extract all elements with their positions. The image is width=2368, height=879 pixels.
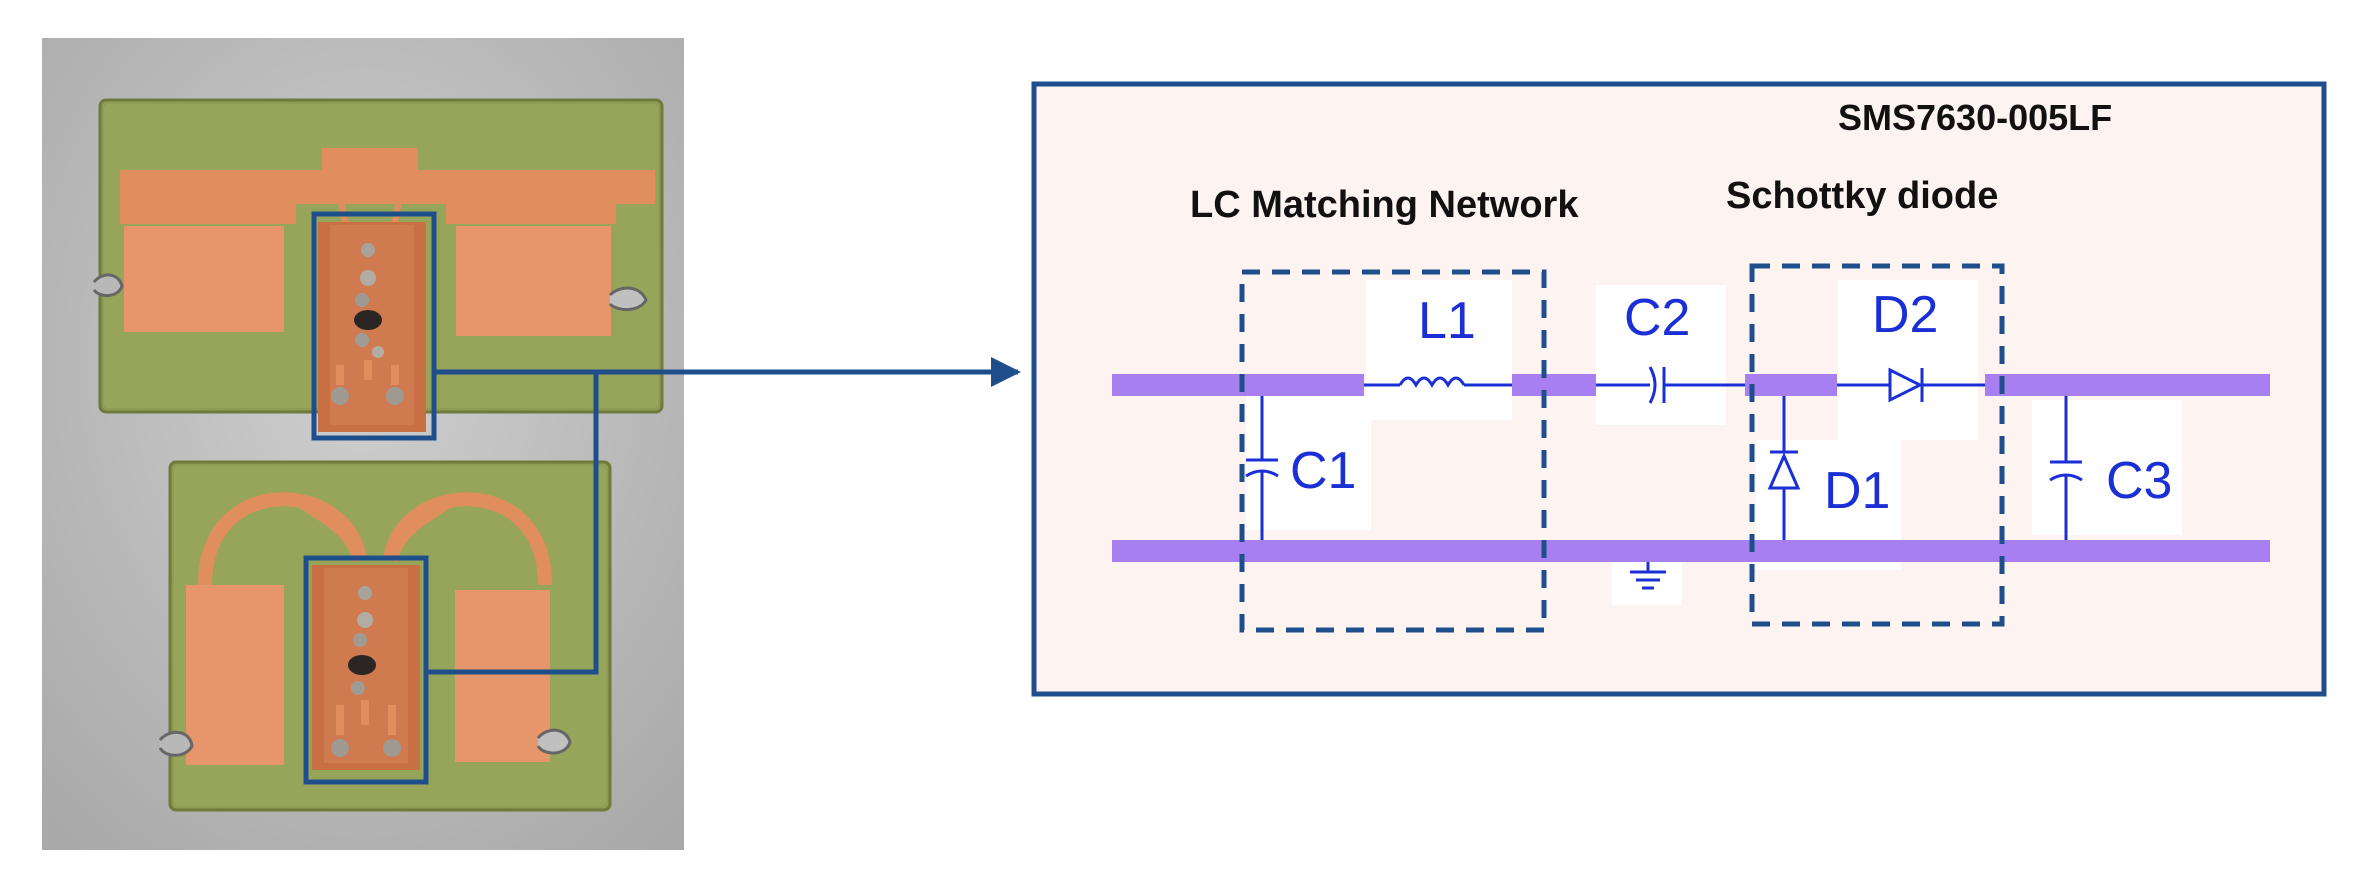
top-rail-right <box>1985 374 2270 396</box>
lc-matching-dashed-box <box>1239 269 1547 633</box>
top-rail-diode <box>1745 374 1837 396</box>
bottom-left-patch <box>186 585 284 765</box>
label-c1: C1 <box>1290 442 1356 500</box>
top-copper-trapezoid <box>322 148 418 196</box>
label-c3: C3 <box>2106 452 2172 510</box>
top-pcb-board <box>92 98 664 432</box>
top-right-patch <box>456 226 611 336</box>
top-rail-mid <box>1512 374 1596 396</box>
diode-section-title: Schottky diode <box>1726 175 1998 217</box>
lc-section-title: LC Matching Network <box>1190 184 1579 226</box>
bottom-copper-arms <box>198 492 552 586</box>
diode-d1-symbol <box>1767 396 1801 540</box>
top-diode-component <box>354 310 382 330</box>
bottom-right-patch <box>455 590 550 762</box>
capacitor-c2-symbol <box>1596 366 1745 404</box>
bottom-pcb-board <box>158 460 612 812</box>
capacitor-c3-symbol <box>2049 396 2083 540</box>
pcb-photo <box>42 38 684 850</box>
ground-rail <box>1112 540 2270 562</box>
chip-label: SMS7630-005LF <box>1838 97 2112 138</box>
inductor-l1-symbol <box>1364 376 1512 389</box>
label-l1: L1 <box>1418 292 1476 350</box>
bottom-diode-component <box>348 655 376 675</box>
capacitor-c1-symbol <box>1245 396 1279 540</box>
top-left-patch <box>124 226 284 332</box>
label-d2: D2 <box>1872 286 1938 344</box>
callout-connector <box>426 357 1021 675</box>
label-d1: D1 <box>1824 462 1890 520</box>
diode-d2-symbol <box>1837 367 1985 403</box>
schematic-panel: SMS7630-005LF LC Matching Network Schott… <box>1031 81 2327 697</box>
rails <box>1112 374 2270 562</box>
top-circuit-highlight-box <box>311 211 437 441</box>
top-rail-left <box>1112 374 1364 396</box>
schottky-diode-dashed-box <box>1749 263 2005 627</box>
component-symbols <box>1245 366 2083 590</box>
ground-icon <box>1630 562 1666 590</box>
label-c2: C2 <box>1624 289 1690 347</box>
